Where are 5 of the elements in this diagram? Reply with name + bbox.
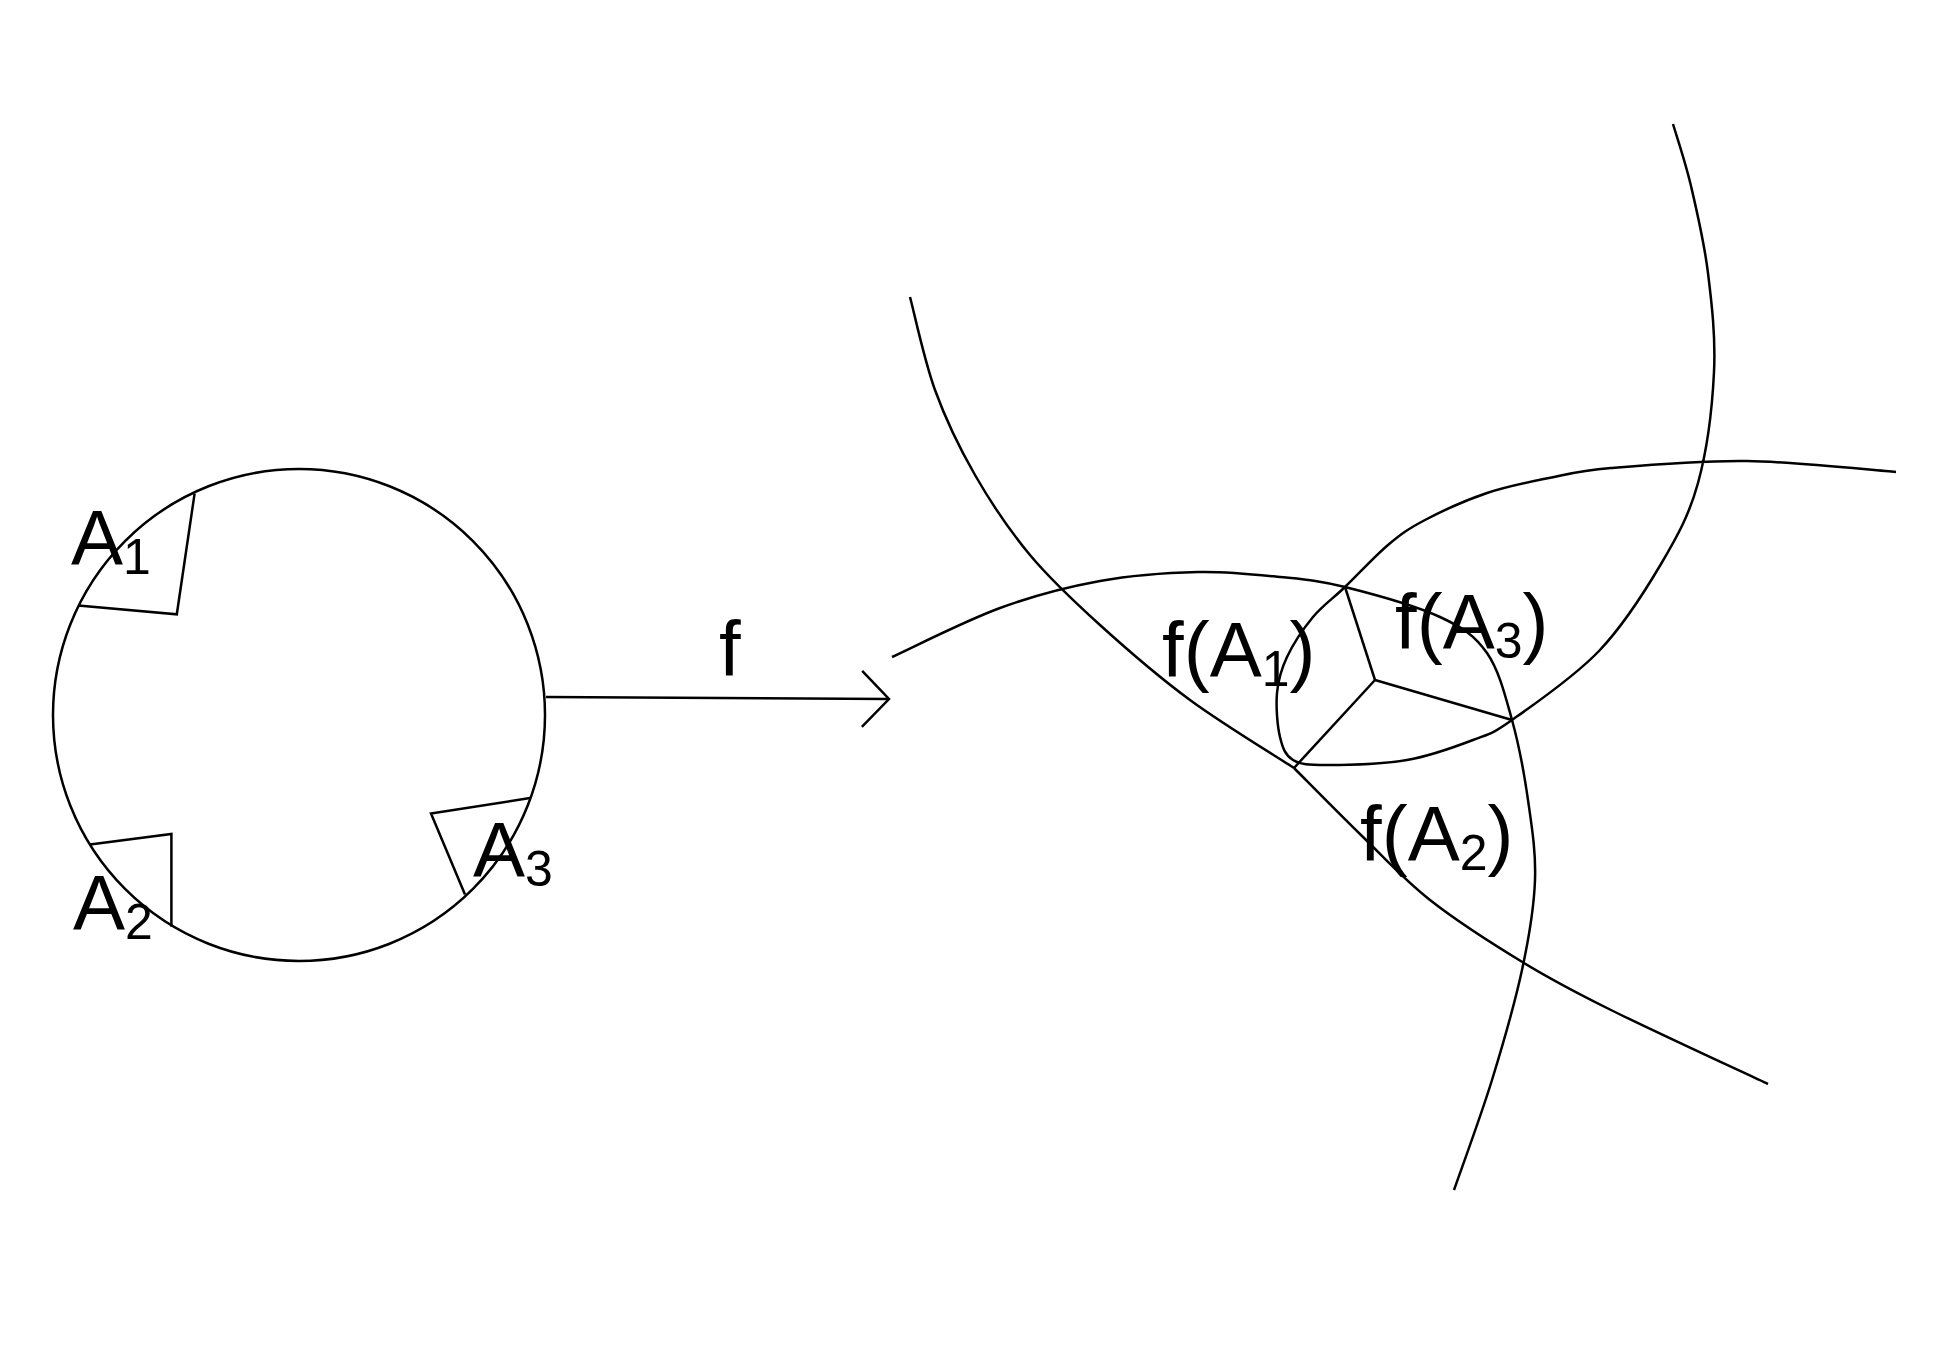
region-label: A$_{2}$ (73, 859, 153, 949)
region-label: A$_{1}$ (71, 494, 151, 584)
arrow (546, 669, 891, 729)
region-label: f(A$_{2}$) (1360, 790, 1514, 880)
curved-regions-drawing (889, 121, 1899, 1193)
